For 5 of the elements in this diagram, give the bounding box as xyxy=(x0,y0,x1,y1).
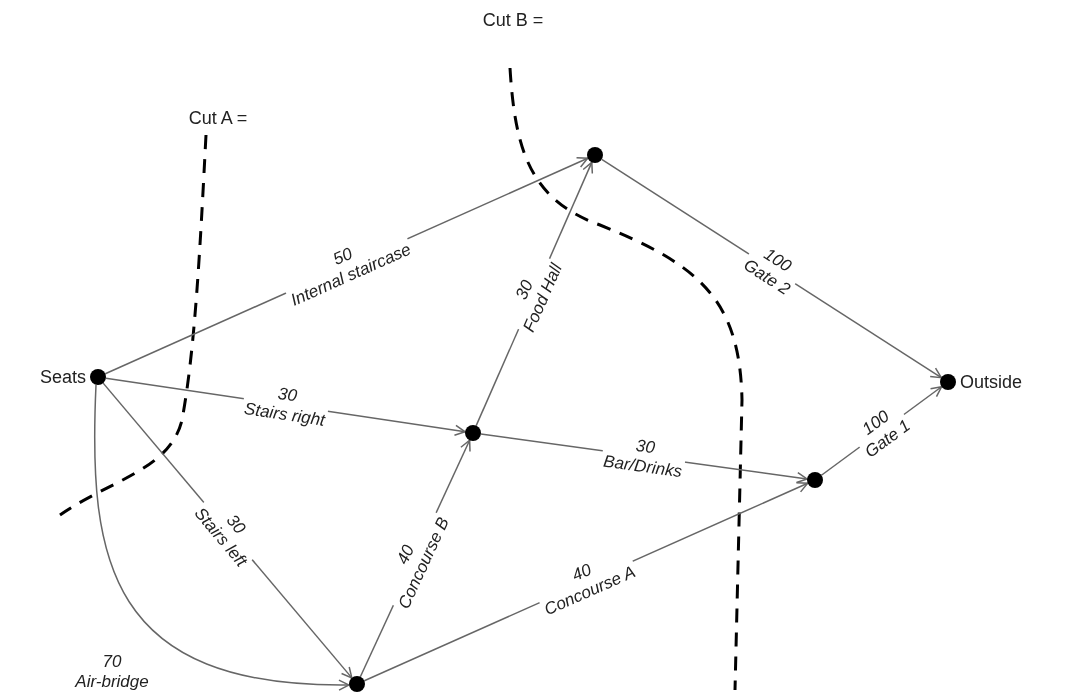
cut-label: Cut B = xyxy=(482,8,544,32)
edge-label: 70 Air-bridge xyxy=(75,652,149,692)
node-label: Seats xyxy=(39,365,86,389)
node-label: Outside xyxy=(960,370,1023,394)
cut-label: Cut A = xyxy=(188,106,248,130)
